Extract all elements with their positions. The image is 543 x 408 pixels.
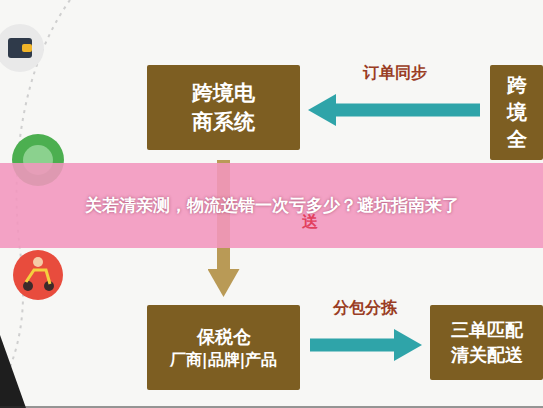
arrow-label: 订单同步 — [360, 63, 430, 84]
title-banner: 关若清亲测，物流选错一次亏多少？避坑指南来了 — [0, 163, 543, 248]
bottom-rule — [0, 407, 543, 408]
flow-arrow — [310, 339, 394, 352]
process-box: 跨境电商系统 — [147, 65, 300, 150]
box-title: 跨境电商系统 — [188, 79, 259, 136]
wallet-icon — [0, 24, 44, 72]
box-title: 跨境 全 — [498, 72, 535, 153]
flow-arrow — [336, 104, 480, 117]
scooter-icon — [13, 250, 63, 300]
process-box: 跨境 全 — [490, 65, 543, 160]
banner-text: 关若清亲测，物流选错一次亏多少？避坑指南来了 — [85, 193, 459, 218]
process-box: 三单匹配 清关配送 — [430, 305, 543, 380]
box-title: 三单匹配 清关配送 — [447, 318, 526, 367]
box-body: 厂商|品牌|产品 — [170, 349, 278, 371]
process-box: 保税仓厂商|品牌|产品 — [147, 305, 300, 390]
arrow-label: 分包分拣 — [330, 298, 400, 319]
note-label: 送 — [302, 212, 318, 233]
box-title: 保税仓 — [197, 325, 251, 349]
corner-triangle — [0, 335, 26, 408]
